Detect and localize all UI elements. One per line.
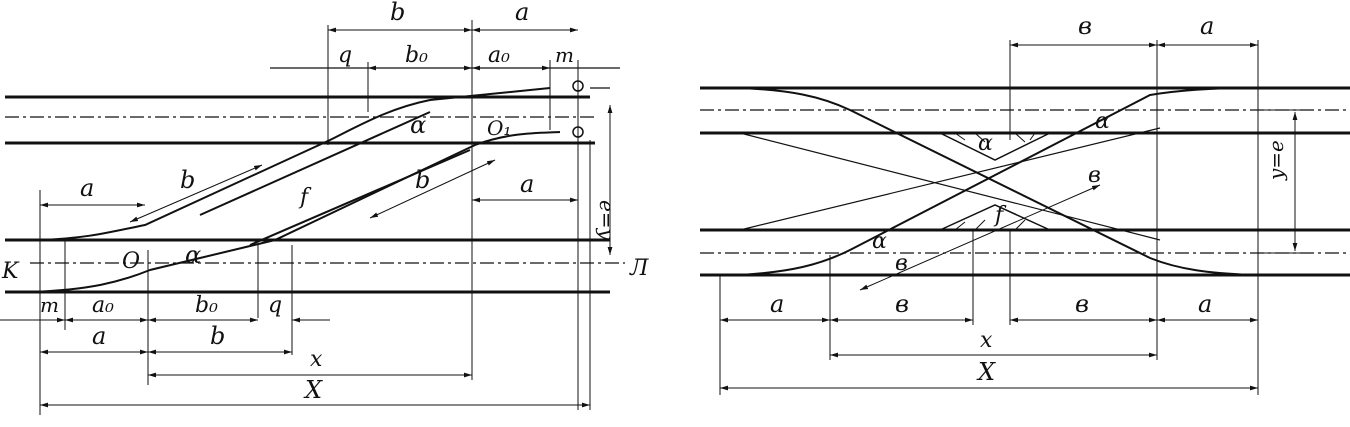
left-inner-b-upper: b <box>180 166 195 194</box>
left-lower-label-m: m <box>40 293 59 317</box>
right-bottom-v-left: в <box>895 290 909 318</box>
left-dim-x: x <box>310 347 323 372</box>
point-L: Л <box>629 256 649 281</box>
left-lower-label-q: q <box>268 293 282 318</box>
left-upper-label-m: m <box>555 43 574 67</box>
right-angle-alpha-1: α <box>1095 109 1110 134</box>
right-height-label: y=e <box>1264 140 1288 181</box>
left-lower-label-a0: a₀ <box>92 293 114 318</box>
right-bottom-a-left: a <box>770 290 784 318</box>
left-inner-f: f <box>298 185 312 210</box>
point-K: K <box>1 259 20 284</box>
right-diagram: в a α α α в f в y=e a в в a x X <box>700 12 1350 395</box>
right-bottom-v-right: в <box>1075 290 1089 318</box>
right-bottom-a-right: a <box>1198 290 1212 318</box>
left-top-label-a: a <box>515 0 529 26</box>
right-cross-rail-1 <box>739 87 1251 276</box>
left-upper-label-b0: b₀ <box>405 43 428 68</box>
left-top-label-b: b <box>390 0 405 26</box>
right-dim-X: X <box>976 358 996 386</box>
right-angle-alpha-2: α <box>978 131 993 156</box>
left-diagram: b a q b₀ a₀ m O O₁ K Л α α a b f b a e=y… <box>0 0 649 415</box>
left-lower-label-b0: b₀ <box>195 293 218 318</box>
left-diverging-rail-lower <box>29 131 561 293</box>
right-angle-alpha-3: α <box>872 229 887 254</box>
left-dim-X: X <box>303 376 323 404</box>
left-inner-a-right: a <box>520 170 534 198</box>
right-inner-f: f <box>993 203 1007 228</box>
left-diverging-rail-upper <box>39 87 551 241</box>
right-dim-x: x <box>980 328 993 353</box>
left-inner-b-lower: b <box>415 166 430 194</box>
left-dim-a: a <box>92 322 106 350</box>
left-upper-label-q: q <box>338 43 352 68</box>
right-inner-v-lower: в <box>895 251 908 276</box>
point-O1: O₁ <box>487 116 511 140</box>
left-angle-alpha-lower: α <box>185 241 201 269</box>
right-inner-v-upper: в <box>1088 163 1101 188</box>
right-cross-rail-2 <box>739 87 1251 276</box>
left-dim-b: b <box>210 322 225 350</box>
point-O: O <box>122 249 140 274</box>
right-top-label-a: a <box>1200 12 1214 40</box>
left-inner-a-left: a <box>80 174 94 202</box>
left-height-label: e=y <box>595 200 619 241</box>
left-angle-alpha-upper: α <box>410 111 426 139</box>
left-upper-label-a0: a₀ <box>488 43 510 68</box>
right-top-label-v: в <box>1078 12 1092 40</box>
